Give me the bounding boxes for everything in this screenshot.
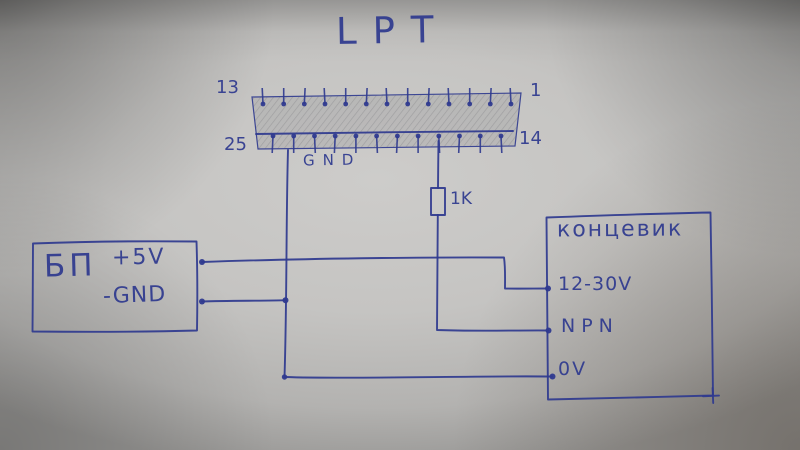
sensor-box: [545, 211, 720, 404]
resistor-label: 1K: [450, 189, 472, 209]
connector-pins-top-row: [260, 87, 514, 107]
wire-pin-to-resistor: [437, 140, 440, 189]
gnd-label: GND: [302, 150, 362, 170]
sensor-label: концевик: [556, 216, 684, 243]
wires: [201, 140, 553, 379]
wire-0v-bottom: [283, 375, 553, 379]
sensor-terminal-npn: NPN: [561, 315, 619, 337]
psu-label: БП: [43, 247, 98, 285]
sensor-terminal-12-30v: 12-30V: [558, 273, 633, 295]
lpt-connector-body: [251, 92, 522, 150]
lpt-title: LPT: [335, 8, 450, 53]
psu-box: [31, 240, 199, 333]
pin-label-1: 1: [530, 80, 542, 101]
wire-psu-minus: [201, 299, 287, 303]
pin-label-25: 25: [224, 134, 247, 155]
junction-dots: [199, 259, 556, 380]
sensor-terminal-0v: 0V: [558, 358, 588, 380]
wire-gnd-vertical: [283, 149, 289, 378]
connector-pins-bottom-row: [270, 133, 504, 154]
pin-label-14: 14: [519, 128, 542, 149]
psu-terminal-gnd: -GND: [102, 281, 167, 310]
pin-label-13: 13: [216, 77, 239, 98]
wire-psu-plus: [201, 256, 549, 290]
wire-resistor-to-npn: [436, 214, 550, 332]
psu-terminal-plus5v: +5V: [111, 244, 166, 271]
resistor-1k: [430, 187, 446, 216]
